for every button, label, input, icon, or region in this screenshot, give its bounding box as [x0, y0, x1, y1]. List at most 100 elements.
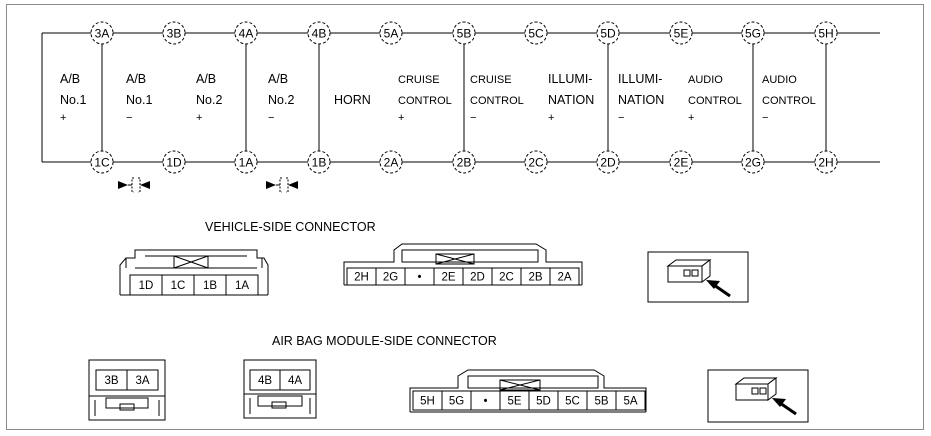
bottom-pin-circle	[162, 150, 186, 174]
connector-cell	[549, 267, 580, 286]
connector-cell-label: 4B	[258, 375, 272, 387]
bottom-pin-circle	[90, 150, 114, 174]
circuit-polarity: −	[126, 112, 132, 124]
circuit-label: No.1	[60, 93, 86, 107]
top-pin-label: 5E	[674, 27, 689, 41]
airbag-connector-3-cells: 3B 3A	[95, 369, 159, 391]
connector-cell-label: 1A	[235, 280, 249, 292]
circuit-label: ILLUMI-	[618, 72, 662, 86]
connector-cell-label: 1D	[139, 280, 154, 292]
bottom-pin-label: 2H	[818, 156, 833, 170]
circuit-label: ILLUMI-	[548, 72, 592, 86]
bottom-pin-label: 2G	[745, 156, 761, 170]
connector-cell-label: 2C	[499, 272, 514, 284]
top-pin-label: 3A	[95, 27, 110, 41]
connector-cell-label: 5A	[623, 396, 637, 408]
vehicle-side-heading: VEHICLE-SIDE CONNECTOR	[205, 220, 376, 234]
vehicle-small-connector-cells: 1D 1C 1B 1A	[129, 274, 259, 296]
connector-cell-label: 5B	[594, 396, 608, 408]
top-pin-circle	[741, 21, 765, 45]
top-pin-label: 4A	[239, 27, 254, 41]
circuit-label: CONTROL	[688, 95, 742, 107]
connector-cell-label: 2E	[441, 272, 455, 284]
top-pin-circle	[90, 21, 114, 45]
circuit-polarity: +	[196, 112, 202, 124]
connector-cell-label: •	[483, 396, 487, 408]
circuit-label: A/B	[60, 72, 80, 86]
top-pin-circle	[669, 21, 693, 45]
circuit-label: AUDIO	[762, 74, 797, 86]
connector-cell-label: 1C	[171, 280, 186, 292]
bottom-pin-circle	[814, 150, 838, 174]
bottom-pin-label: 2D	[600, 156, 616, 170]
circuit-label: CONTROL	[762, 95, 816, 107]
airbag-connector-3	[88, 359, 166, 421]
airbag-connector-view-icon	[707, 369, 809, 423]
circuit-polarity: +	[548, 112, 554, 124]
airbag-connector-4	[243, 359, 317, 419]
circuit-label: AUDIO	[688, 74, 723, 86]
airbag-side-heading: AIR BAG MODULE-SIDE CONNECTOR	[272, 334, 497, 348]
bottom-pin-circle	[524, 150, 548, 174]
circuit-label: CONTROL	[470, 95, 524, 107]
top-pin-label: 5A	[384, 27, 399, 41]
top-pin-circle	[524, 21, 548, 45]
circuit-polarity: +	[398, 112, 404, 124]
bottom-pin-label: 2B	[457, 156, 472, 170]
circuit-label: A/B	[126, 72, 146, 86]
circuit-label: No.1	[126, 93, 152, 107]
bottom-pin-circle	[379, 150, 403, 174]
circuit-label: No.2	[196, 93, 222, 107]
circuit-label: NATION	[548, 93, 594, 107]
circuit-label: NATION	[618, 93, 664, 107]
bottom-pin-circle	[452, 150, 476, 174]
circuit-label: A/B	[196, 72, 216, 86]
connector-cell	[126, 369, 159, 391]
top-pin-label: 4B	[312, 27, 327, 41]
connector-cell-label: 3A	[135, 375, 149, 387]
top-pin-label: 5D	[600, 27, 616, 41]
top-pin-label: 5H	[818, 27, 833, 41]
connector-cell-label: 5H	[420, 396, 435, 408]
bottom-pin-label: 1A	[239, 156, 254, 170]
bottom-pin-circle	[669, 150, 693, 174]
connector-cell-label: 2D	[470, 272, 485, 284]
circuit-label: HORN	[334, 93, 371, 107]
connector-cell-label: 3B	[104, 375, 118, 387]
top-pin-label: 3B	[167, 27, 182, 41]
connector-cell-label: 2B	[528, 272, 542, 284]
connector-cell	[615, 390, 646, 411]
bottom-pin-circle	[596, 150, 620, 174]
bottom-pin-label: 1C	[94, 156, 110, 170]
connector-cell-label: 2A	[557, 272, 571, 284]
bottom-pin-label: 2C	[528, 156, 544, 170]
connector-cell-label: 5G	[449, 396, 464, 408]
top-pin-circle	[234, 21, 258, 45]
connector-cell-label: 5E	[507, 396, 521, 408]
circuit-polarity: +	[688, 112, 694, 124]
bottom-pin-label: 1B	[312, 156, 327, 170]
bottom-pin-label: 2E	[674, 156, 689, 170]
circuit-label: CONTROL	[398, 95, 452, 107]
top-pin-circle	[307, 21, 331, 45]
circuit-polarity: −	[470, 112, 476, 124]
circuit-wires	[101, 33, 827, 162]
connector-cell-label: 1B	[203, 280, 217, 292]
circuit-label: CRUISE	[470, 74, 512, 86]
bottom-pin-circle	[307, 150, 331, 174]
connector-cell	[225, 274, 259, 296]
connector-cell-label: 5D	[536, 396, 551, 408]
bottom-pin-circle	[741, 150, 765, 174]
circuit-labels: A/BNo.1+A/BNo.1−A/BNo.2+A/BNo.2−HORNCRUI…	[60, 72, 816, 124]
diagram-frame	[6, 4, 924, 430]
connector-cell-label: 2H	[354, 272, 369, 284]
top-pin-circle	[814, 21, 838, 45]
circuit-label: A/B	[268, 72, 288, 86]
top-pin-circle	[162, 21, 186, 45]
top-pin-circle	[452, 21, 476, 45]
connector-cell-label: •	[417, 272, 421, 284]
